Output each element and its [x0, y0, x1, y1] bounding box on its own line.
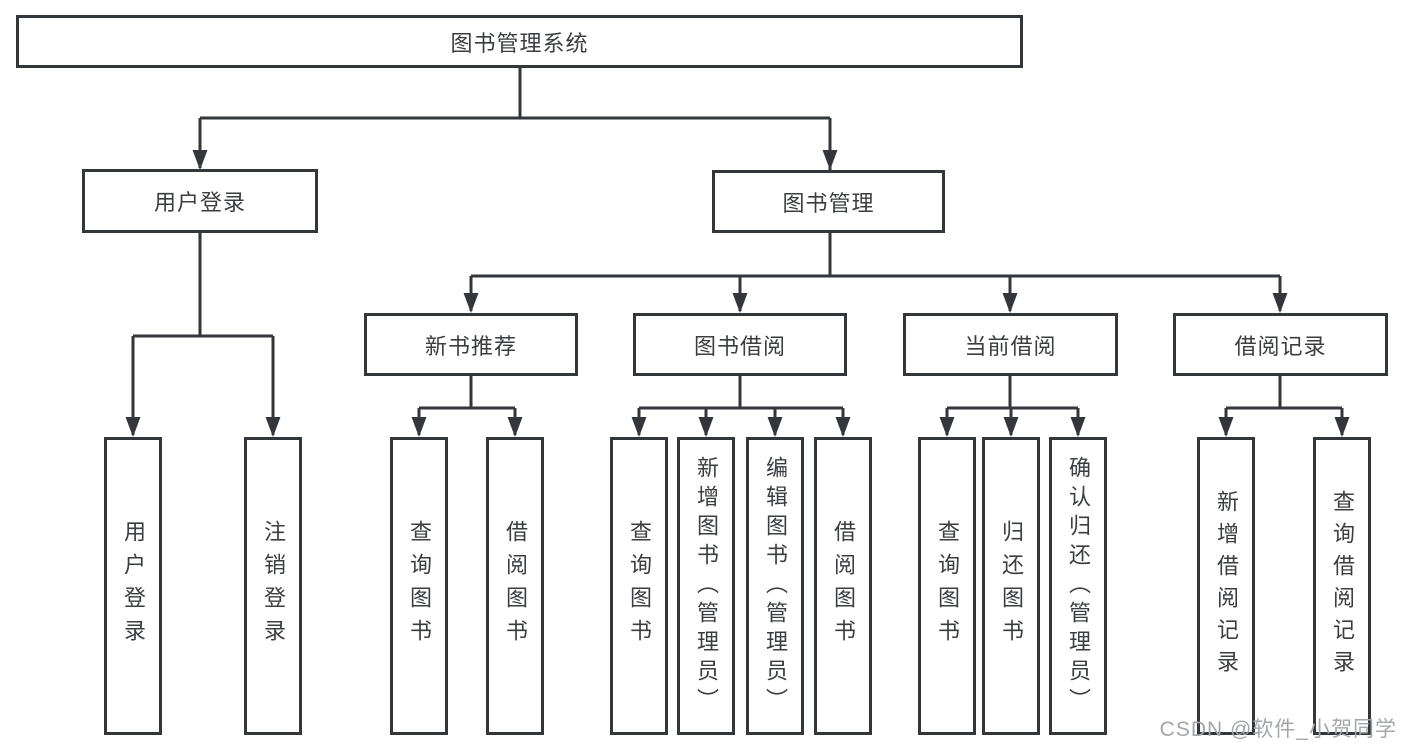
leaf-current-query-books: 查询图书 — [918, 437, 976, 735]
node-current-borrow: 当前借阅 — [903, 313, 1118, 376]
node-user-login: 用户登录 — [82, 169, 318, 233]
leaf-recommend-query-books: 查询图书 — [390, 437, 448, 735]
leaf-borrow-borrow-books: 借阅图书 — [814, 437, 872, 735]
node-new-book-recommend: 新书推荐 — [364, 313, 578, 376]
leaf-current-return-books: 归还图书 — [982, 437, 1040, 735]
leaf-logout: 注销登录 — [244, 437, 302, 735]
node-book-borrow: 图书借阅 — [633, 313, 847, 376]
leaf-recommend-borrow-books: 借阅图书 — [486, 437, 544, 735]
leaf-current-confirm-return-admin: 确认归还（管理员） — [1049, 437, 1107, 735]
leaf-borrow-edit-books-admin: 编辑图书（管理员） — [746, 437, 804, 735]
leaf-borrow-query-books: 查询图书 — [610, 437, 668, 735]
leaf-borrow-add-books-admin: 新增图书（管理员） — [677, 437, 735, 735]
node-borrow-records: 借阅记录 — [1173, 313, 1388, 376]
leaf-records-query-record: 查询借阅记录 — [1313, 437, 1371, 735]
leaf-records-add-record: 新增借阅记录 — [1197, 437, 1255, 735]
node-book-management: 图书管理 — [712, 170, 945, 233]
leaf-user-login: 用户登录 — [104, 437, 162, 735]
csdn-watermark: CSDN @软件_小贺同学 — [1159, 718, 1397, 741]
node-root-system: 图书管理系统 — [16, 15, 1023, 68]
